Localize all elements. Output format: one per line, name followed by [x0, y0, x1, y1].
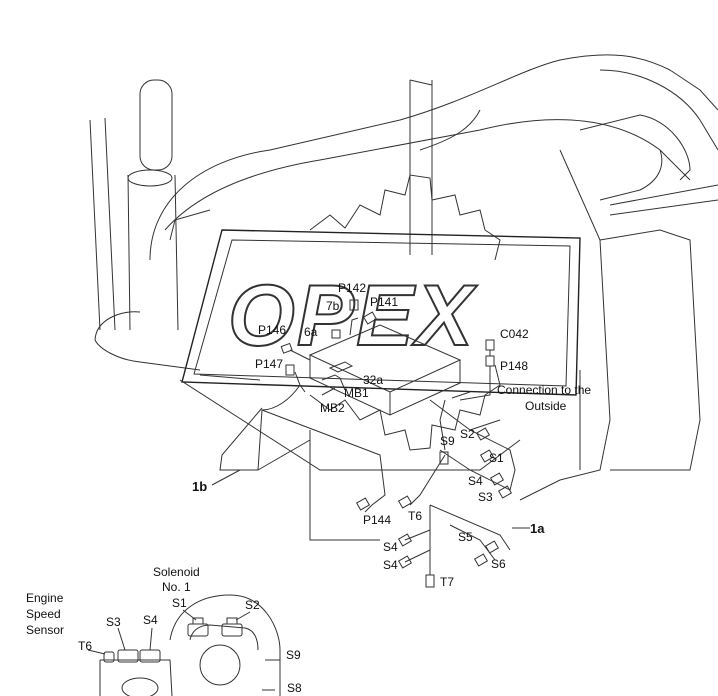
label-c042: C042 — [500, 327, 529, 341]
label-connection-line2: Outside — [525, 399, 567, 413]
label-p144: P144 — [363, 513, 391, 527]
label-s9-top: S9 — [440, 434, 455, 448]
label-engine-line3: Sensor — [26, 623, 64, 637]
label-t6-mid: T6 — [408, 509, 422, 523]
label-solenoid-line1: Solenoid — [153, 565, 200, 579]
label-p148: P148 — [500, 359, 528, 373]
label-1b: 1b — [192, 479, 207, 494]
label-solenoid-line2: No. 1 — [162, 580, 191, 594]
label-t7: T7 — [440, 575, 454, 589]
label-s4-a: S4 — [383, 540, 398, 554]
label-s8-bottom: S8 — [287, 681, 302, 695]
label-s3-bottom: S3 — [106, 615, 121, 629]
harness-box — [308, 324, 462, 416]
label-s4-b: S4 — [383, 558, 398, 572]
label-6a: 6a — [304, 325, 318, 339]
label-7b: 7b — [326, 299, 340, 313]
harness-wires — [211, 299, 530, 588]
machine-outline — [89, 54, 718, 541]
label-t6-bottom: T6 — [78, 639, 92, 653]
label-mb1: MB1 — [344, 386, 369, 400]
label-s1-top: S1 — [489, 451, 504, 465]
label-p147: P147 — [255, 357, 283, 371]
label-s2-bottom: S2 — [245, 598, 260, 612]
label-p146: P146 — [258, 323, 286, 337]
label-32a: 32a — [363, 373, 383, 387]
label-p141: P141 — [370, 295, 398, 309]
label-s2-top: S2 — [460, 427, 475, 441]
label-s9-bottom: S9 — [286, 648, 301, 662]
label-s4-bottom: S4 — [143, 613, 158, 627]
label-s3-right: S3 — [478, 490, 493, 504]
label-s5: S5 — [458, 530, 473, 544]
label-1a: 1a — [530, 521, 545, 536]
labels: P142 7b P141 P146 6a C042 P147 P148 32a … — [26, 281, 591, 695]
label-p142: P142 — [338, 281, 366, 295]
solenoid-detail — [87, 594, 281, 696]
label-engine-line1: Engine — [26, 591, 64, 605]
watermark-logo: OPEX — [181, 174, 581, 451]
label-engine-line2: Speed — [26, 607, 61, 621]
label-connection-line1: Connection to the — [497, 383, 591, 397]
label-s4-right: S4 — [468, 474, 483, 488]
label-s6: S6 — [491, 557, 506, 571]
label-mb2: MB2 — [320, 401, 345, 415]
label-s1-bottom: S1 — [172, 596, 187, 610]
